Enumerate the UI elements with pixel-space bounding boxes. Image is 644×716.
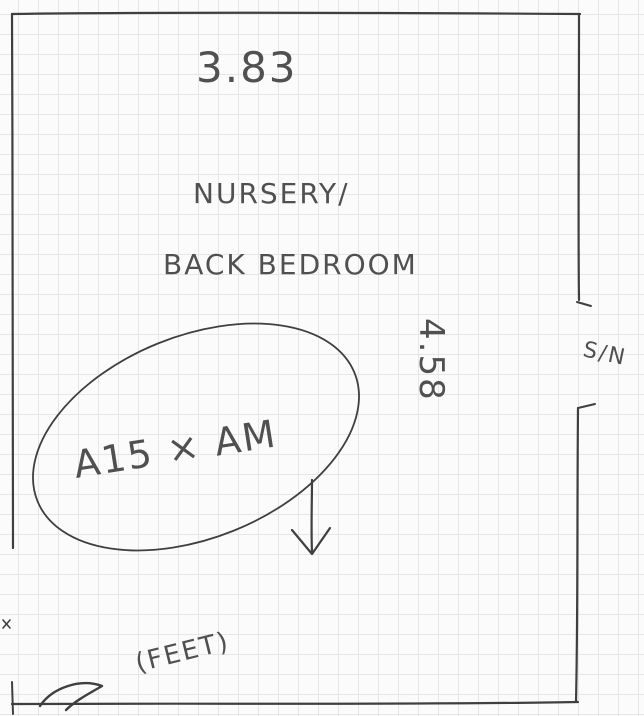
down-arrow-icon bbox=[290, 478, 332, 556]
bottom-wall bbox=[10, 700, 580, 706]
room-walls bbox=[2, 11, 596, 715]
cross-mark bbox=[2, 619, 11, 629]
stair-arrow-mark bbox=[38, 682, 104, 712]
bottom-note-label: (FEET) bbox=[132, 626, 232, 678]
right-wall-lower bbox=[574, 406, 580, 704]
door-jamb-lower bbox=[577, 403, 596, 409]
door-jamb-upper bbox=[576, 301, 592, 307]
length-dimension-label: 4.58 bbox=[411, 318, 451, 402]
left-wall bbox=[10, 12, 15, 550]
room-name-line2: BACK BEDROOM bbox=[163, 248, 418, 281]
circled-note-label: A15 × AM bbox=[71, 411, 280, 487]
bottom-left-tick bbox=[11, 681, 14, 715]
circled-note-ellipse bbox=[32, 322, 360, 552]
side-note-label: S/N bbox=[581, 337, 629, 371]
width-dimension-label: 3.83 bbox=[196, 43, 298, 92]
room-name-line1: NURSERY/ bbox=[193, 177, 350, 210]
top-wall bbox=[10, 11, 582, 16]
